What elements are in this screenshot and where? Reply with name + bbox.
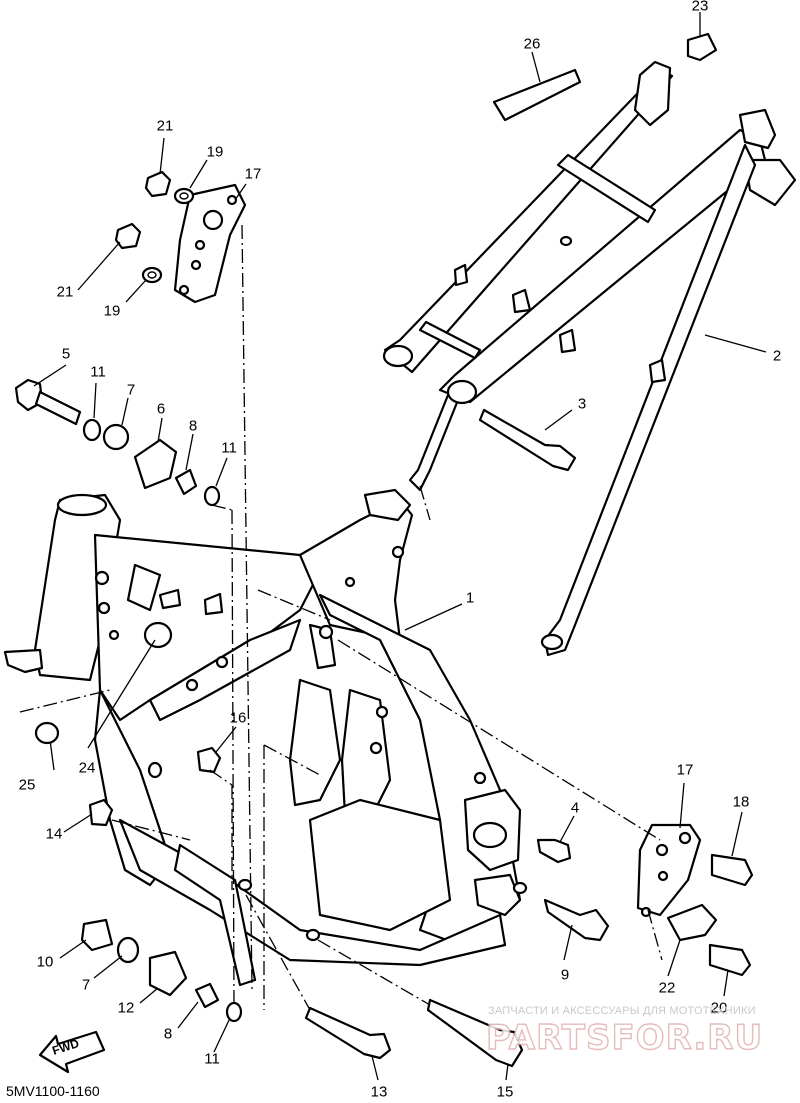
callout-7: 7: [126, 381, 136, 399]
callout-20: 20: [710, 999, 728, 1017]
rear-subframe: [382, 60, 797, 657]
watermark-logo: PARTSFOR.RU: [485, 1017, 764, 1058]
callout-25: 25: [18, 776, 36, 794]
callout-5: 5: [61, 345, 71, 363]
callout-18: 18: [732, 793, 750, 811]
callout-19: 19: [103, 302, 121, 320]
leader-lines: [33, 12, 767, 1081]
callout-8: 8: [188, 417, 198, 435]
upper-engine-bracket: [114, 170, 247, 304]
callout-24: 24: [78, 759, 96, 777]
assembly-lines: [19, 224, 663, 1011]
callout-26: 26: [523, 35, 541, 53]
callout-15: 15: [496, 1083, 514, 1101]
callout-19: 19: [206, 143, 224, 161]
callout-21: 21: [156, 117, 174, 135]
rear-engine-bracket: [636, 823, 754, 977]
callout-4: 4: [570, 799, 580, 817]
callout-23: 23: [691, 0, 709, 15]
callout-6: 6: [156, 400, 166, 418]
callout-21: 21: [56, 283, 74, 301]
fwd-arrow-icon: [38, 1030, 106, 1074]
watermark-tagline: ЗАПЧАСТИ И АКСЕССУАРЫ ДЛЯ МОТОТЕХНИКИ: [488, 1005, 756, 1017]
callout-8: 8: [163, 1025, 173, 1043]
callout-14: 14: [45, 825, 63, 843]
callout-13: 13: [370, 1083, 388, 1101]
callout-11: 11: [90, 363, 106, 381]
callout-12: 12: [117, 999, 135, 1017]
callout-3: 3: [577, 395, 587, 413]
callout-11: 11: [204, 1050, 220, 1068]
callout-9: 9: [560, 966, 570, 984]
callout-17: 17: [676, 761, 694, 779]
plug-25: [34, 721, 60, 745]
callout-2: 2: [772, 347, 782, 365]
callout-17: 17: [244, 165, 262, 183]
callout-7: 7: [81, 976, 91, 994]
callout-22: 22: [658, 979, 676, 997]
callout-16: 16: [229, 709, 247, 727]
diagram-code: 5MV1100-1160: [6, 1083, 100, 1099]
main-frame: [3, 488, 528, 987]
callout-1: 1: [465, 589, 475, 607]
callout-11: 11: [221, 439, 237, 457]
callout-10: 10: [36, 953, 54, 971]
hardware: [14, 32, 718, 1068]
